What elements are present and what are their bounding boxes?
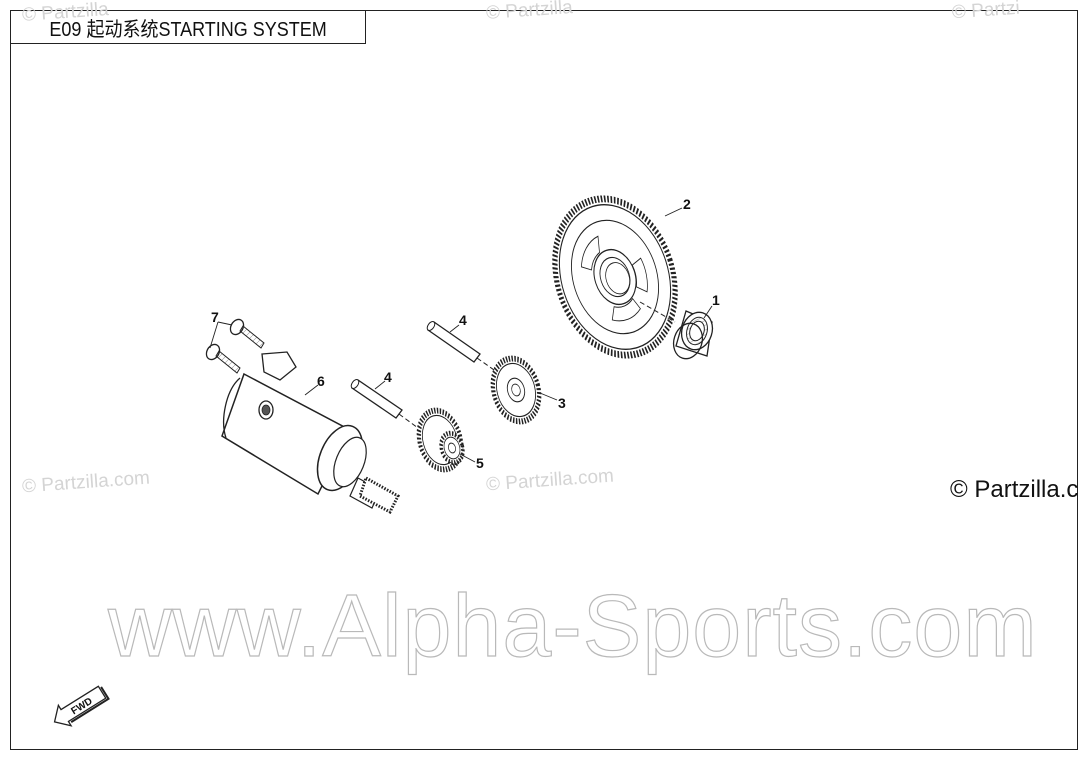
callout-3: 3 bbox=[558, 395, 566, 411]
pinion-gear bbox=[439, 430, 465, 466]
drawing-frame bbox=[10, 10, 1078, 750]
title-box: E09 起动系统STARTING SYSTEM bbox=[10, 10, 366, 44]
needle-bearing bbox=[672, 310, 714, 360]
callout-5: 5 bbox=[476, 455, 484, 471]
page-title: E09 起动系统STARTING SYSTEM bbox=[49, 18, 327, 41]
starter-motor bbox=[221, 351, 400, 515]
callout-6: 6 bbox=[317, 373, 325, 389]
idle-gear bbox=[490, 355, 542, 425]
shaft-lower bbox=[350, 379, 419, 429]
starter-driven-gear bbox=[552, 195, 678, 359]
callout-4-lower: 4 bbox=[384, 369, 392, 385]
callout-1: 1 bbox=[712, 292, 720, 308]
callout-7: 7 bbox=[211, 309, 219, 325]
bolt-upper bbox=[229, 318, 265, 349]
assembly-line bbox=[639, 301, 676, 323]
watermark-alpha-sports: www.Alpha-Sports.com bbox=[107, 575, 1038, 675]
callout-2: 2 bbox=[683, 196, 691, 212]
fwd-arrow-icon: FWD bbox=[53, 685, 110, 727]
leader-lines bbox=[209, 207, 713, 463]
watermark-partzilla-right: © Partzilla.c bbox=[950, 476, 1079, 503]
bolt-lower bbox=[205, 343, 241, 374]
shaft-upper bbox=[426, 321, 498, 373]
callout-4-upper: 4 bbox=[459, 312, 467, 328]
